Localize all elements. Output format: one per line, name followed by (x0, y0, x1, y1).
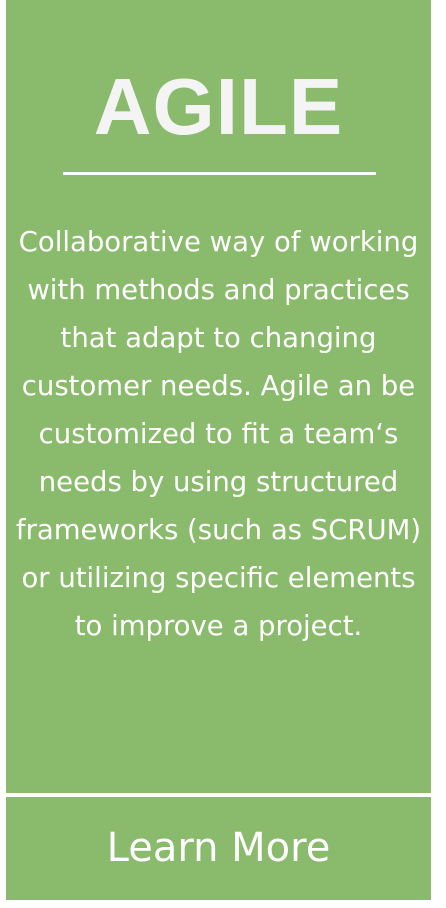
footer-divider (6, 793, 431, 797)
card-description: Collaborative way of working with method… (15, 226, 422, 642)
learn-more-button[interactable]: Learn More (106, 825, 331, 871)
agile-info-card: AGILE Collaborative way of working with … (6, 0, 431, 900)
title-divider (63, 172, 376, 175)
card-title: AGILE (93, 62, 344, 151)
